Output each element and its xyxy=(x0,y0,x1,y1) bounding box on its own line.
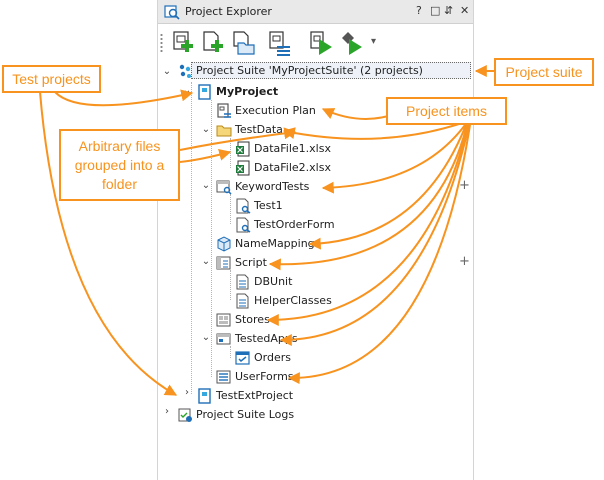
panel-title: Project Explorer xyxy=(185,5,272,18)
callout-project-suite: Project suite xyxy=(494,58,594,86)
plus-icon[interactable]: + xyxy=(459,178,470,193)
excel-file-icon xyxy=(236,160,250,176)
tree-item-label: Script xyxy=(235,256,267,269)
tree-item-label: DBUnit xyxy=(254,275,293,288)
logs-icon xyxy=(178,408,192,422)
tree-item-label: KeywordTests xyxy=(235,180,310,193)
tree-item-label: Project Suite 'MyProjectSuite' (2 projec… xyxy=(196,64,423,77)
expander-script[interactable]: ⌄ xyxy=(201,256,211,267)
tree-item-label: DataFile1.xlsx xyxy=(254,142,331,155)
tree-item-label: MyProject xyxy=(216,85,279,98)
expander-myproject[interactable]: ⌄ xyxy=(182,85,192,96)
plus-icon[interactable]: + xyxy=(459,254,470,269)
tree-item-label: Project Suite Logs xyxy=(196,408,295,421)
callout-test-projects: Test projects xyxy=(2,65,101,93)
keyword-test-icon xyxy=(236,217,251,233)
run-test-item-icon[interactable] xyxy=(338,30,364,56)
expander-logs[interactable]: › xyxy=(165,406,169,417)
tested-apps-icon xyxy=(216,333,231,345)
selected-row-highlight xyxy=(191,62,471,79)
tree-item-label: Orders xyxy=(254,351,291,364)
project-icon xyxy=(198,388,211,404)
tree-item-label: Execution Plan xyxy=(235,104,316,117)
tree-line xyxy=(230,138,231,168)
panel-titlebar: Project Explorer ? □ ⇵ ✕ xyxy=(158,0,473,24)
project-suite-icon xyxy=(179,64,191,78)
run-project-icon[interactable] xyxy=(308,30,334,56)
project-explorer-panel: Project Explorer ? □ ⇵ ✕ xyxy=(157,0,474,480)
toolbar-grip[interactable] xyxy=(160,33,163,53)
expander-testdata[interactable]: ⌄ xyxy=(201,124,211,135)
excel-file-icon xyxy=(236,141,250,157)
expander-suite[interactable]: ⌄ xyxy=(162,66,172,77)
close-button[interactable]: ✕ xyxy=(460,4,470,17)
tree-item-label: HelperClasses xyxy=(254,294,332,307)
tree-item-label: UserForms xyxy=(235,370,294,383)
tree-item-label: TestOrderForm xyxy=(254,218,335,231)
tree-line xyxy=(230,194,231,224)
add-new-project-icon[interactable] xyxy=(170,30,196,56)
properties-icon[interactable] xyxy=(266,30,292,56)
tree-item-label: Stores xyxy=(235,313,270,326)
tree-line xyxy=(211,100,212,377)
project-icon xyxy=(198,84,211,100)
script-unit-icon xyxy=(236,274,249,290)
keyword-test-icon xyxy=(236,198,251,214)
float-button[interactable]: □ xyxy=(430,4,441,17)
toolbar: ▾ xyxy=(158,26,473,60)
user-forms-icon xyxy=(216,370,231,384)
folder-icon xyxy=(216,125,232,137)
tree-item-label: TestedApps xyxy=(235,332,298,345)
name-mapping-icon xyxy=(217,236,231,252)
script-icon xyxy=(216,256,231,270)
help-button[interactable]: ? xyxy=(416,4,422,17)
project-explorer-icon xyxy=(164,5,180,20)
expander-keywordtests[interactable]: ⌄ xyxy=(201,180,211,191)
run-dropdown-arrow[interactable]: ▾ xyxy=(371,36,377,47)
tested-app-icon xyxy=(235,351,250,365)
tree-item-label: DataFile2.xlsx xyxy=(254,161,331,174)
tree-line xyxy=(191,82,192,394)
script-unit-icon xyxy=(236,293,249,309)
add-existing-item-icon[interactable] xyxy=(230,30,256,56)
pin-button[interactable]: ⇵ xyxy=(444,4,454,17)
keyword-tests-icon xyxy=(216,180,232,195)
add-new-item-icon[interactable] xyxy=(200,30,226,56)
tree-line xyxy=(230,346,231,358)
tree-item-label: TestExtProject xyxy=(216,389,294,402)
expander-testextproject[interactable]: › xyxy=(185,387,189,398)
execution-plan-icon xyxy=(217,103,231,118)
tree-item-label: TestData xyxy=(235,123,283,136)
tree-item-label: Test1 xyxy=(254,199,283,212)
stores-icon xyxy=(216,313,231,327)
tree-item-label: NameMapping xyxy=(235,237,315,250)
tree-line xyxy=(230,270,231,300)
expander-testedapps[interactable]: ⌄ xyxy=(201,332,211,343)
callout-arbitrary-files: Arbitrary files grouped into a folder xyxy=(59,129,180,201)
callout-project-items: Project items xyxy=(386,97,507,125)
